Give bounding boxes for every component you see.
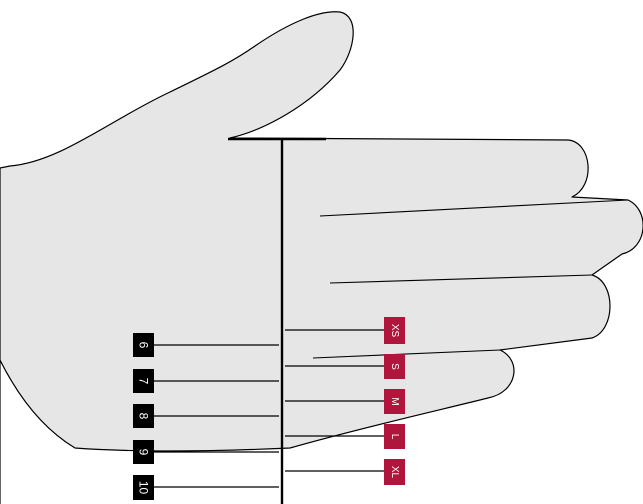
finger-crease-middle-ring bbox=[329, 274, 593, 284]
letter-label-xs: XS bbox=[389, 324, 400, 338]
letter-box-l bbox=[384, 424, 405, 449]
size-box-6 bbox=[133, 333, 154, 357]
letter-box-xs bbox=[384, 317, 405, 344]
letter-box-s bbox=[384, 354, 405, 379]
letter-label-m: M bbox=[389, 397, 400, 405]
size-label-8: 8 bbox=[137, 413, 151, 420]
letter-size-labels: XS S M L XL bbox=[285, 317, 405, 485]
size-box-9 bbox=[133, 440, 154, 464]
letter-label-xl: XL bbox=[389, 466, 400, 479]
finger-crease-index-middle bbox=[319, 199, 629, 217]
size-label-7: 7 bbox=[137, 378, 151, 385]
hand-outline bbox=[0, 11, 643, 504]
size-box-8 bbox=[133, 404, 154, 428]
letter-box-m bbox=[384, 389, 405, 414]
letter-label-s: S bbox=[389, 363, 400, 370]
letter-box-xl bbox=[384, 459, 405, 485]
size-box-7 bbox=[133, 369, 154, 393]
size-label-6: 6 bbox=[137, 342, 151, 349]
size-box-10 bbox=[133, 475, 154, 500]
letter-label-l: L bbox=[389, 434, 400, 440]
size-label-9: 9 bbox=[137, 449, 151, 456]
numeric-size-labels: 6 7 8 9 10 bbox=[133, 333, 279, 500]
size-label-10: 10 bbox=[137, 481, 151, 495]
finger-crease-ring-little bbox=[312, 349, 501, 359]
